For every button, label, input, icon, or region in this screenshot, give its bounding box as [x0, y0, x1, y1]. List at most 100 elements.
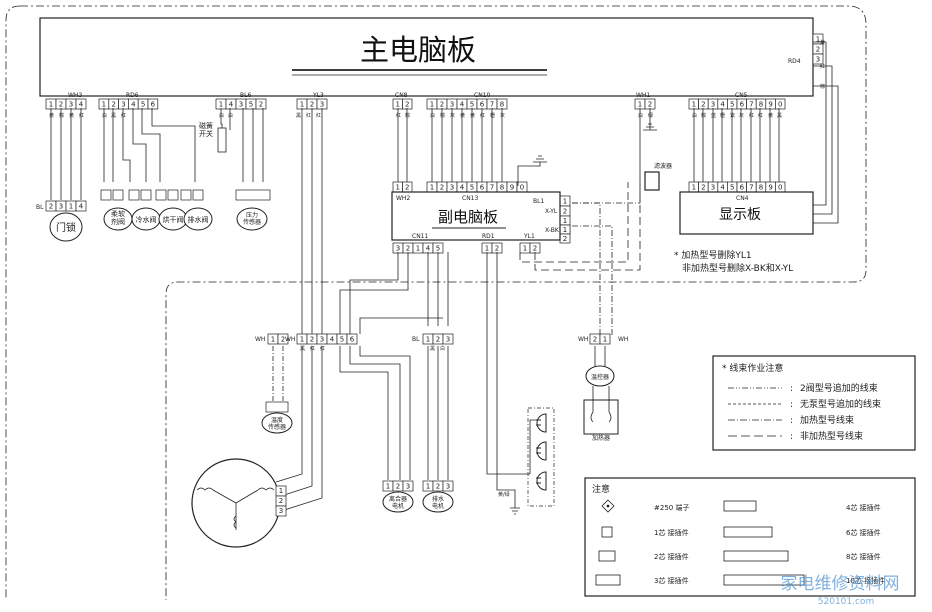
pin-number: 2 [281, 336, 285, 344]
connector-side-label: WH [285, 336, 295, 343]
conn-cn5: CN5 [735, 92, 748, 99]
motor-wires [275, 346, 323, 513]
pin-number: 2 [816, 46, 820, 54]
connector-side-label: WH [255, 336, 265, 343]
pin-number: 9 [510, 184, 514, 192]
pin-number: 5 [249, 101, 253, 109]
pin-number: 4 [460, 101, 465, 109]
pin-number: 5 [436, 245, 440, 253]
pin-number: 3 [450, 101, 454, 109]
pin-number: 4 [720, 184, 725, 192]
conn-cn8: CN8 [395, 92, 408, 99]
pin-number: 1 [603, 336, 607, 344]
sub-board [391, 191, 561, 241]
pin-cell [599, 333, 611, 345]
pin-number: 3 [59, 203, 63, 211]
svg-text::: : [790, 416, 793, 426]
thermostat: 温控器 [585, 346, 615, 387]
pin-number: 1 [396, 101, 400, 109]
component-label: 压力 [246, 211, 258, 219]
pin-cell [442, 333, 454, 345]
pin-number: 1 [430, 184, 434, 192]
wire-color-tag: 白 [638, 112, 643, 119]
wire-color-tag: 红 [121, 112, 126, 119]
ground-symbol-wh1 [643, 123, 657, 131]
conn-yl1: YL1 [523, 233, 535, 240]
pin-number: 3 [711, 184, 715, 192]
pin-number: 9 [768, 101, 772, 109]
pin-number: 2 [59, 101, 63, 109]
pin-number: 2 [259, 101, 263, 109]
pin-number: 1 [300, 101, 304, 109]
pin-number: 2 [440, 184, 444, 192]
pin-number: 2 [563, 208, 567, 216]
conn-cn13: CN13 [462, 195, 478, 202]
watermark-text: 家电维修资料网 [781, 574, 900, 594]
connector-legend-item-7: 10芯 接插件 [846, 576, 885, 585]
wire-color-tag: 绿 [648, 112, 653, 119]
pin-cell [402, 480, 414, 492]
pin-number: 3 [239, 101, 243, 109]
wire-color-tag: 棕 [701, 112, 706, 119]
pin-number: 7 [749, 101, 753, 109]
pin-number: 2 [396, 483, 400, 491]
wire-color-tag: 白 [219, 112, 224, 119]
heater-note-2: 非加热型号删除X-BK和X-YL [682, 262, 793, 274]
enclosure-outline-left [5, 5, 21, 600]
wire-color-tag: 红 [79, 112, 84, 119]
wire-color-tag: 白 [440, 345, 445, 352]
wire-color-tag: 黄 [460, 112, 465, 119]
wire-color-tag: 灰 [450, 112, 455, 119]
harness-legend-item-3: 非加热型号线束 [800, 430, 863, 442]
harness-legend-item-1: 无泵型号追加的线束 [800, 398, 881, 410]
pin-number: 4 [460, 184, 465, 192]
pin-number: 5 [730, 184, 734, 192]
wire-color-tag: 红 [306, 112, 311, 119]
pin-number: 2 [111, 101, 115, 109]
pin-cell [75, 200, 87, 212]
wire-color-tag: 紫 [730, 113, 735, 119]
drum-motor-connector: 123 [275, 485, 287, 517]
non-heater-harness [519, 182, 641, 271]
connector-legend-item-1: 1芯 接插件 [654, 528, 689, 537]
component-label: 烘干阀 [163, 215, 184, 224]
wire-color-tag: 棕 [820, 83, 825, 90]
wire-color-tag: 橙 [720, 112, 725, 119]
connector-side-label: BL [412, 336, 420, 343]
conn-cn11: CN11 [412, 233, 428, 240]
connector-side-label: WH [618, 336, 628, 343]
harness-legend-item-2: 加热型号线束 [800, 414, 854, 426]
outlets [510, 407, 555, 515]
pin-number: 4 [426, 245, 431, 253]
conn-wh1: WH1 [636, 92, 650, 99]
pin-number: 1 [523, 245, 527, 253]
pin-number: 1 [386, 483, 390, 491]
enclosure-outline [20, 5, 867, 600]
pin-number: 4 [229, 101, 234, 109]
conn-rd4: RD4 [788, 58, 801, 65]
ground-symbol [517, 155, 547, 186]
wire-color-tag: 蓝 [711, 112, 716, 119]
noise-filter-label: 滤波器 [654, 162, 672, 170]
pin-number: 1 [485, 245, 489, 253]
component-label: 传感器 [268, 423, 286, 431]
pin-number: 7 [490, 101, 494, 109]
conn-rd1: RD1 [482, 233, 495, 240]
conn-x-bk: X-BK [545, 227, 560, 234]
pin-number: 7 [749, 184, 753, 192]
pin-number: 1 [692, 184, 696, 192]
svg-text::: : [790, 384, 793, 394]
sub-connector-labels: WH2 CN13 BL1 X-YL X-BK CN11 RD1 YL1 [396, 195, 560, 240]
wire-color-tag: 灰 [739, 112, 744, 119]
pin-number: 4 [720, 101, 725, 109]
pin-cell [812, 53, 824, 65]
conn-yl3: YL3 [312, 92, 324, 99]
